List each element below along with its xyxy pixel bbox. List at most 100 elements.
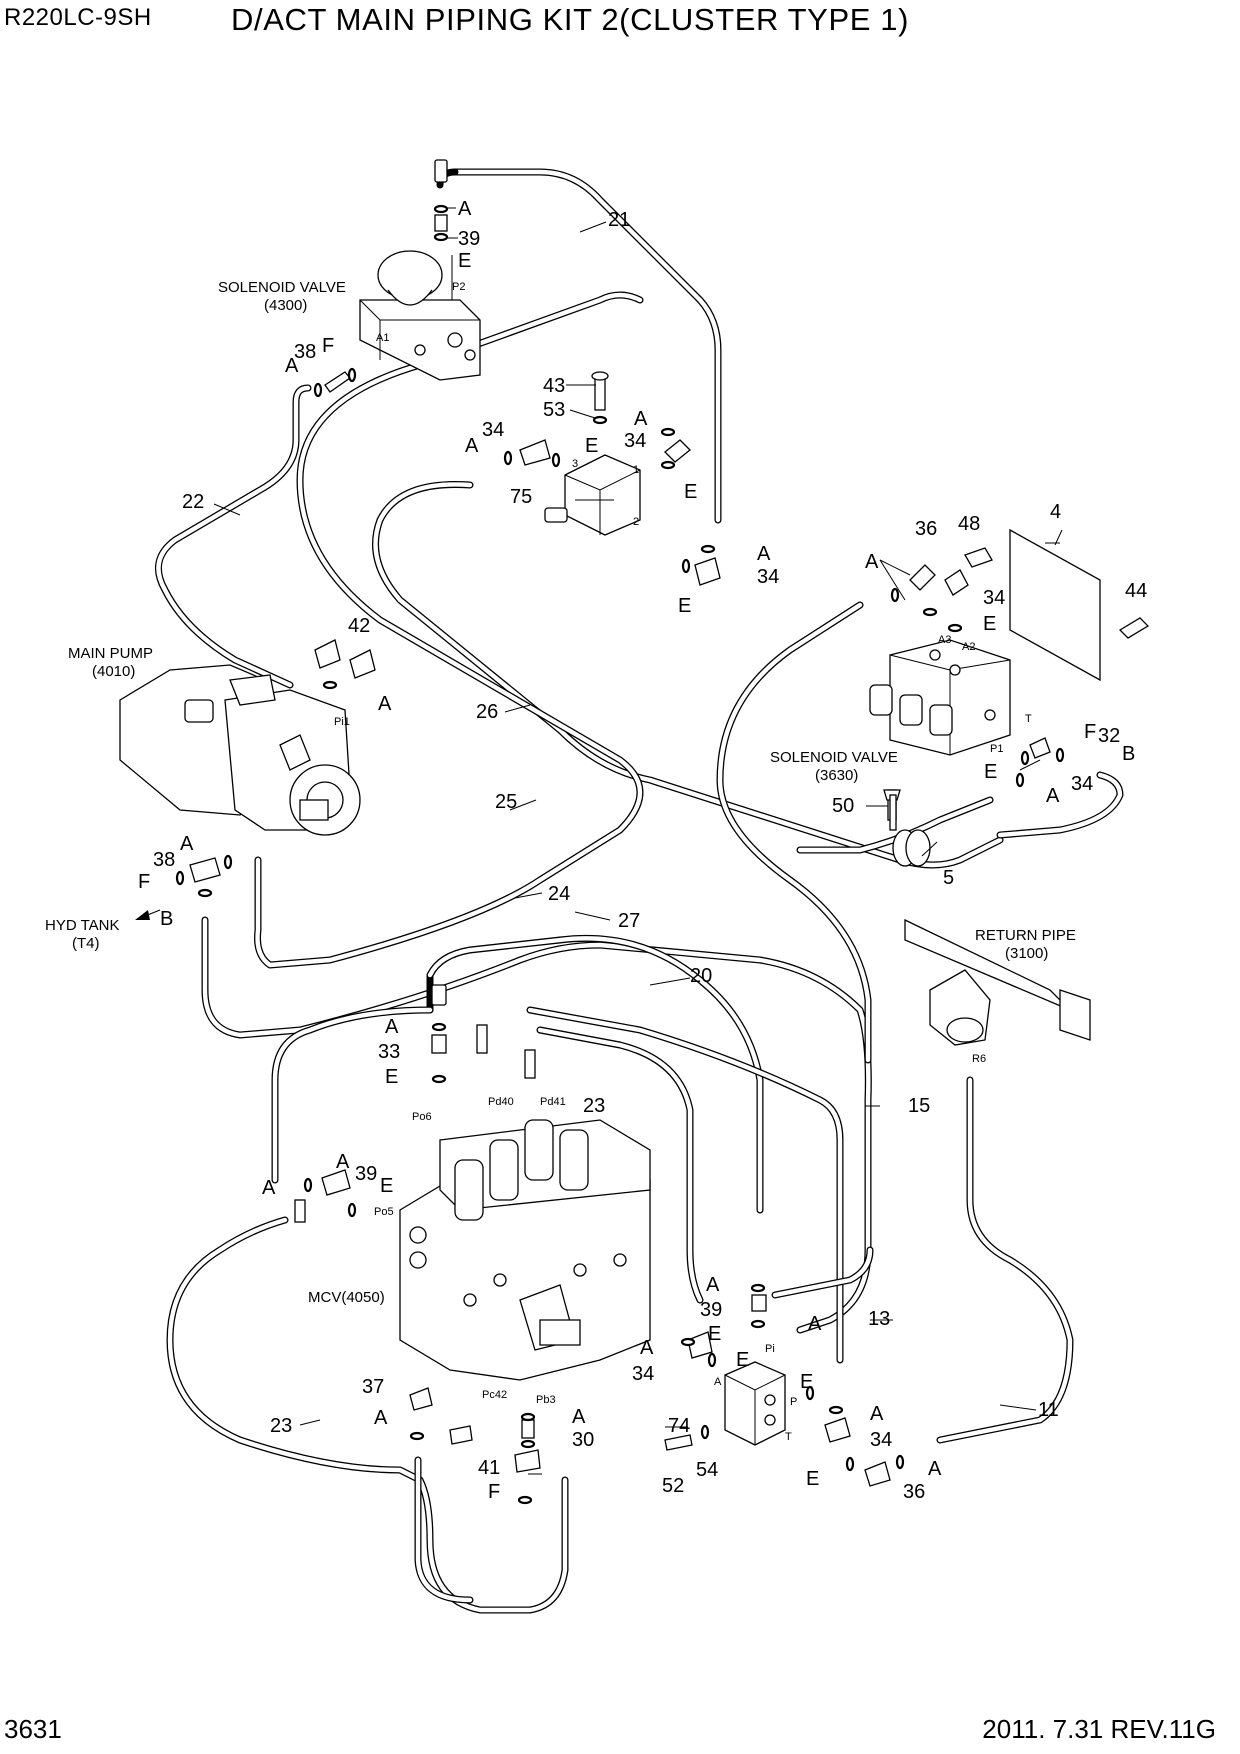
- hose-23-bottom: [166, 1216, 569, 1614]
- callout-24: 24: [548, 883, 570, 905]
- callout-e-75l: E: [585, 435, 598, 457]
- callout-a-tank: A: [180, 833, 194, 855]
- port-pi: Pi: [765, 1343, 775, 1355]
- main-pump-4010: [119, 664, 361, 836]
- hose-11: [936, 1076, 1074, 1444]
- callout-26: 26: [476, 701, 498, 723]
- callout-e-74d: E: [806, 1468, 819, 1490]
- callouts: 21 A 39 E A 38 F 43 53 A 34 E A 34 E 75 …: [138, 198, 1147, 1503]
- port-n1: 1: [633, 464, 639, 476]
- callout-a-74a: A: [706, 1274, 720, 1296]
- port-n2: 2: [633, 516, 639, 528]
- callout-74: 74: [668, 1415, 690, 1437]
- mcv-name: MCV(4050): [308, 1289, 385, 1306]
- callout-34-sv2: 34: [983, 587, 1005, 609]
- callout-a-75r: A: [634, 408, 648, 430]
- callout-a-mcv3: A: [262, 1177, 276, 1199]
- port-pd40: Pd40: [488, 1096, 514, 1108]
- return-pipe-3100: [904, 918, 1091, 1046]
- callout-34-75b: 34: [757, 566, 779, 588]
- callout-a-74e: A: [928, 1458, 942, 1480]
- return-pipe-name: RETURN PIPE: [975, 927, 1076, 944]
- hyd-tank-arrow: [135, 909, 161, 920]
- solenoid-valve-right-ref: (3630): [815, 767, 858, 784]
- callout-e-74b: E: [736, 1349, 749, 1371]
- callout-a-mcv2: A: [336, 1151, 350, 1173]
- hose-23-top: [526, 1006, 844, 1364]
- page-number: 3631: [4, 1714, 62, 1744]
- callout-e-75r: E: [684, 481, 697, 503]
- callout-a-mcv1: A: [385, 1016, 399, 1038]
- hose-20: [426, 934, 764, 1214]
- port-a1: A1: [376, 332, 389, 344]
- main-pump-name: MAIN PUMP: [68, 645, 153, 662]
- callout-44: 44: [1125, 580, 1147, 602]
- callout-e-mcv1: E: [385, 1066, 398, 1088]
- callout-34-74b: 34: [870, 1429, 892, 1451]
- valve-75: [544, 371, 641, 536]
- hose-22: [154, 384, 312, 689]
- callout-b-sv2: B: [1122, 743, 1135, 765]
- callout-a-sv1: A: [285, 355, 299, 377]
- callout-25: 25: [495, 791, 517, 813]
- callout-54: 54: [696, 1459, 718, 1481]
- callout-21: 21: [608, 209, 630, 231]
- callout-53: 53: [543, 399, 565, 421]
- port-a3: A3: [938, 634, 951, 646]
- callout-a-pump: A: [378, 693, 392, 715]
- callout-a-37: A: [374, 1407, 388, 1429]
- callout-42: 42: [348, 615, 370, 637]
- callout-15: 15: [908, 1095, 930, 1117]
- solenoid-valve-top-name: SOLENOID VALVE: [218, 279, 346, 296]
- callout-a-pb3: A: [572, 1406, 586, 1428]
- callout-36-sv2: 36: [915, 518, 937, 540]
- port-t-right: T: [1025, 713, 1032, 725]
- callout-f-tank: F: [138, 871, 150, 893]
- callout-20: 20: [690, 965, 712, 987]
- callout-e-mcv2: E: [380, 1175, 393, 1197]
- callout-38-tank: 38: [153, 849, 175, 871]
- solenoid-valve-right-name: SOLENOID VALVE: [770, 749, 898, 766]
- port-pd41: Pd41: [540, 1096, 566, 1108]
- port-t-small: T: [785, 1431, 792, 1443]
- callout-e-75b: E: [678, 595, 691, 617]
- port-labels: P2 A1 Pi1 A3 A2 T P1 R6 Po6 Pd40 Pd41 Po…: [334, 281, 1032, 1443]
- model-number: R220LC-9SH: [4, 4, 152, 31]
- hoses: [154, 168, 1124, 1614]
- port-pi1: Pi1: [334, 716, 350, 728]
- callout-34-75l: 34: [482, 419, 504, 441]
- callout-39-74: 39: [700, 1299, 722, 1321]
- callout-e-74c: E: [800, 1371, 813, 1393]
- port-r6: R6: [972, 1053, 986, 1065]
- callout-22: 22: [182, 491, 204, 513]
- callout-36-74: 36: [903, 1481, 925, 1503]
- callout-f-sv2: F: [1084, 721, 1096, 743]
- callout-5: 5: [943, 867, 954, 889]
- callout-32: 32: [1098, 725, 1120, 747]
- mcv-4050: [399, 1119, 651, 1381]
- callout-37: 37: [362, 1376, 384, 1398]
- port-pc42: Pc42: [482, 1389, 507, 1401]
- port-po5: Po5: [374, 1206, 394, 1218]
- port-a2: A2: [962, 641, 975, 653]
- port-po6: Po6: [412, 1111, 432, 1123]
- callout-b-tank: B: [160, 908, 173, 930]
- fittings: [175, 159, 1150, 1505]
- callout-39-mcv: 39: [355, 1163, 377, 1185]
- port-n3: 3: [572, 458, 578, 470]
- hyd-tank-name: HYD TANK: [45, 917, 119, 934]
- callout-34-74: 34: [632, 1363, 654, 1385]
- callout-e-sv2b: E: [984, 761, 997, 783]
- callout-e-74a: E: [708, 1323, 721, 1345]
- callout-e-sv2: E: [983, 613, 996, 635]
- callout-27: 27: [618, 910, 640, 932]
- callout-38-sv1: 38: [294, 341, 316, 363]
- callout-50: 50: [832, 795, 854, 817]
- hose-13: [771, 1246, 874, 1299]
- callout-a-sv2: A: [865, 551, 879, 573]
- page-title: D/ACT MAIN PIPING KIT 2(CLUSTER TYPE 1): [231, 2, 909, 37]
- callout-a-75b: A: [757, 543, 771, 565]
- callout-33: 33: [378, 1041, 400, 1063]
- solenoid-valve-4300: [359, 250, 481, 381]
